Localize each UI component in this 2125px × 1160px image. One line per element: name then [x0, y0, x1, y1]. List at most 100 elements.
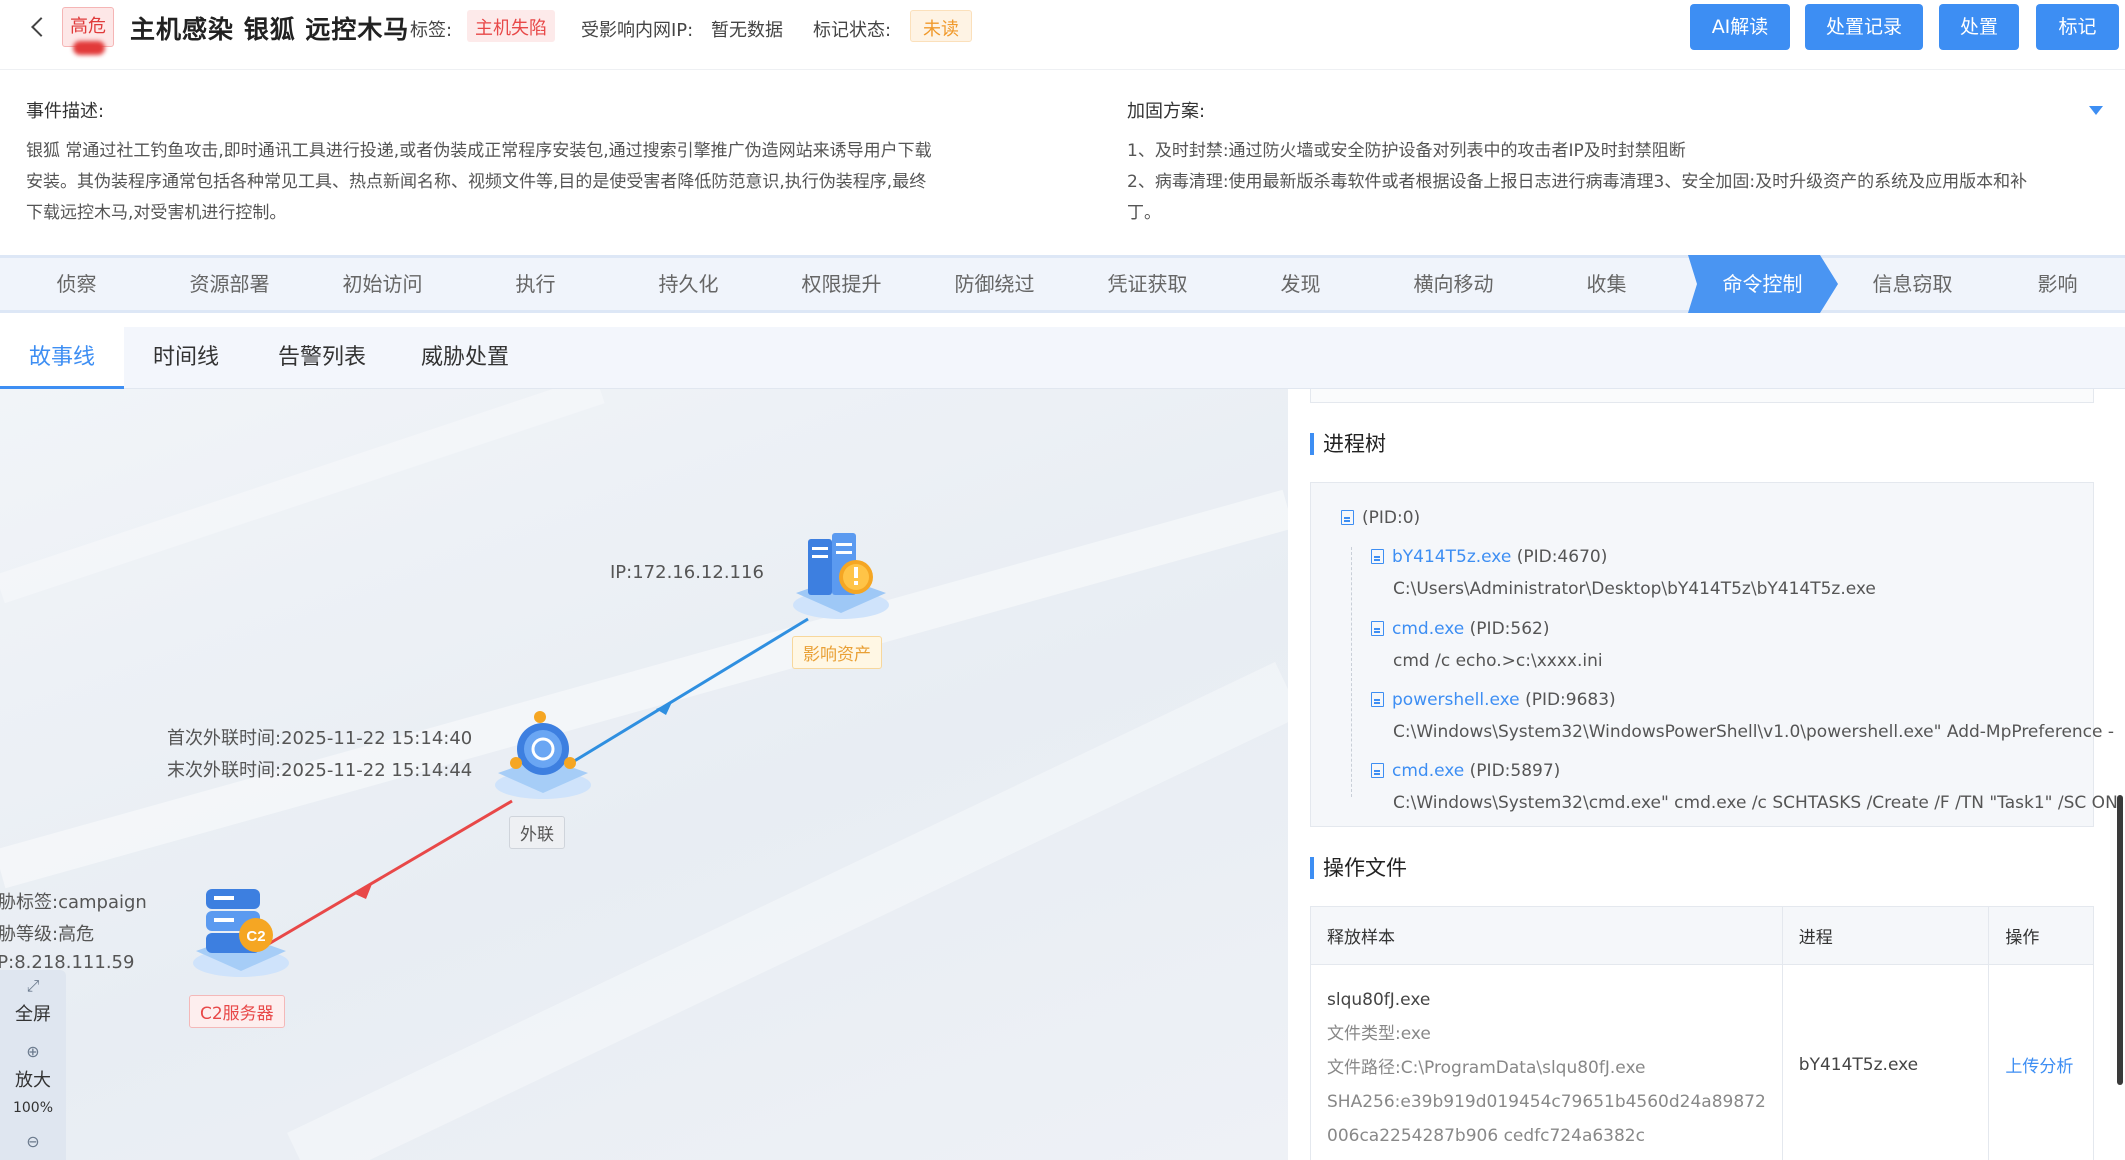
zoom-out-icon[interactable]: ⊖ — [26, 1132, 40, 1151]
tab-threat-disposal[interactable]: 威胁处置 — [420, 345, 509, 370]
stage-credential-access[interactable]: 凭证获取 — [1107, 272, 1188, 296]
file-icon — [1341, 510, 1354, 525]
operated-files-title: 操作文件 — [1310, 857, 1407, 879]
c2-ip: IP:8.218.111.59 — [0, 952, 135, 973]
mark-button[interactable]: 标记 — [2036, 4, 2119, 50]
tree-connector — [1351, 547, 1352, 797]
stage-exfiltration[interactable]: 信息窃取 — [1872, 272, 1953, 296]
affected-ip-label: 受影响内网IP: — [581, 20, 694, 41]
description-line: 银狐 常通过社工钓鱼攻击,即时通讯工具进行投递,或者伪装成正常程序安装包,通过搜… — [26, 141, 932, 161]
stage-recon[interactable]: 侦察 — [56, 272, 97, 296]
stage-collection[interactable]: 收集 — [1586, 272, 1627, 296]
first-outbound-time: 首次外联时间:2025-11-22 15:14:40 — [167, 728, 473, 749]
storyline-graph[interactable]: IP:172.16.12.116 影响资产 首次外联时间:2025-11-22 … — [0, 389, 1288, 1160]
c2-line-arrow — [355, 884, 372, 899]
hardening-plan: 1、及时封禁:通过防火墙或安全防护设备对列表中的攻击者IP及时封禁阻断 2、病毒… — [1127, 136, 2102, 229]
process-pid: (PID:5897) — [1469, 761, 1561, 781]
severity-indicator — [73, 41, 105, 55]
process-name-link[interactable]: powershell.exe — [1392, 690, 1520, 710]
zoom-in-icon[interactable]: ⊕ — [26, 1042, 40, 1061]
sample-sha256: SHA256:e39b919d019454c79651b4560d24a8987… — [1327, 1091, 1766, 1112]
hardening-line: 丁。 — [1127, 203, 1161, 223]
active-stage-highlight — [1688, 255, 1838, 313]
process-command: C:\Users\Administrator\Desktop\bY414T5z\… — [1393, 579, 1876, 599]
tree-node: bY414T5z.exe (PID:4670) — [1371, 547, 1607, 567]
last-outbound-time: 末次外联时间:2025-11-22 15:14:44 — [167, 760, 473, 781]
description-line: 安装。其伪装程序通常包括各种常见工具、热点新闻名称、视频文件等,目的是使受害者降… — [26, 172, 927, 192]
hardening-line: 2、病毒清理:使用最新版杀毒软件或者根据设备上报日志进行病毒清理3、安全加固:及… — [1127, 172, 2028, 192]
c2-outbound-line — [259, 799, 513, 951]
c2-node-label[interactable]: C2服务器 — [189, 995, 285, 1028]
graph-toolbar: ⤢ 全屏 ⊕ 放大 100% ⊖ — [0, 970, 66, 1160]
operated-files-table: 释放样本 进程 操作 slqu80fJ.exe 文件类型:exe 文件路径:C:… — [1310, 906, 2094, 1160]
file-icon — [1371, 692, 1384, 707]
file-icon — [1371, 549, 1384, 564]
detail-tabs: 故事线 时间线 告警列表 威胁处置 — [0, 327, 2125, 389]
detail-panel: 进程树 (PID:0) bY414T5z.exe (PID:4670) C:\U… — [1290, 389, 2125, 1160]
process-pid: (PID:4670) — [1516, 547, 1608, 567]
column-header: 操作 — [1988, 906, 2094, 965]
sample-cell: slqu80fJ.exe 文件类型:exe 文件路径:C:\ProgramDat… — [1310, 964, 1783, 1160]
process-name-link[interactable]: bY414T5z.exe — [1392, 547, 1512, 567]
dispose-button[interactable]: 处置 — [1939, 4, 2019, 50]
mark-status-label: 标记状态: — [813, 20, 892, 41]
stage-lateral-movement[interactable]: 横向移动 — [1413, 272, 1494, 296]
fullscreen-icon[interactable]: ⤢ — [26, 976, 40, 995]
stage-persistence[interactable]: 持久化 — [658, 272, 719, 296]
process-tree: (PID:0) bY414T5z.exe (PID:4670) C:\Users… — [1310, 482, 2118, 827]
stage-impact[interactable]: 影响 — [2037, 272, 2078, 296]
table-row: slqu80fJ.exe 文件类型:exe 文件路径:C:\ProgramDat… — [1310, 964, 2094, 1160]
c2-threat-tag: 威胁标签:campaign — [0, 892, 147, 913]
tab-storyline[interactable]: 故事线 — [0, 327, 124, 389]
upload-analysis-link[interactable]: 上传分析 — [2005, 1057, 2074, 1077]
process-command: C:\Windows\System32\cmd.exe" cmd.exe /c … — [1393, 793, 2118, 813]
graph-connections — [0, 389, 1288, 1160]
event-title: 主机感染 银狐 远控木马 — [130, 15, 410, 44]
sample-name: slqu80fJ.exe — [1327, 989, 1431, 1010]
stage-command-control[interactable]: 命令控制 — [1722, 272, 1803, 296]
asset-node-label[interactable]: 影响资产 — [792, 636, 882, 669]
stage-defense-evasion[interactable]: 防御绕过 — [954, 272, 1035, 296]
mark-status-badge: 未读 — [910, 10, 972, 42]
column-header: 释放样本 — [1310, 906, 1783, 965]
stage-discovery[interactable]: 发现 — [1280, 272, 1321, 296]
ai-interpret-button[interactable]: AI解读 — [1690, 4, 1790, 50]
stage-initial-access[interactable]: 初始访问 — [342, 272, 423, 296]
disposal-record-button[interactable]: 处置记录 — [1805, 4, 1923, 50]
asset-line-arrow — [656, 702, 672, 715]
c2-server-icon[interactable]: C2 — [186, 883, 296, 983]
attack-chain-bar: 侦察 资源部署 初始访问 执行 持久化 权限提升 防御绕过 凭证获取 发现 横向… — [0, 255, 2125, 313]
hardening-title: 加固方案: — [1127, 101, 1206, 122]
back-arrow-icon[interactable] — [26, 14, 50, 40]
description-line: 下载远控木马,对受害机进行控制。 — [26, 203, 287, 223]
stage-privilege-escalation[interactable]: 权限提升 — [801, 272, 882, 296]
outbound-connection-icon[interactable] — [488, 707, 598, 807]
fullscreen-button[interactable]: 全屏 — [15, 1004, 51, 1025]
asset-outbound-line — [570, 617, 809, 765]
process-name-link[interactable]: cmd.exe — [1392, 761, 1465, 781]
file-icon — [1371, 621, 1384, 636]
process-tree-title: 进程树 — [1310, 433, 1386, 455]
stage-resource-development[interactable]: 资源部署 — [189, 272, 270, 296]
zoom-in-button[interactable]: 放大 — [15, 1070, 51, 1091]
hardening-line: 1、及时封禁:通过防火墙或安全防护设备对列表中的攻击者IP及时封禁阻断 — [1127, 141, 1686, 161]
event-description-title: 事件描述: — [26, 101, 105, 122]
process-pid: (PID:9683) — [1525, 690, 1616, 710]
severity-label: 高危 — [70, 16, 106, 37]
table-header-row: 释放样本 进程 操作 — [1310, 906, 2094, 965]
collapse-caret-icon[interactable] — [2089, 106, 2103, 115]
sample-type: 文件类型:exe — [1327, 1023, 1431, 1044]
sample-sha256-cont: 006ca2254287b906 cedfc724a6382c — [1327, 1125, 1645, 1146]
server-asset-icon[interactable] — [786, 525, 896, 625]
outbound-node-label[interactable]: 外联 — [509, 816, 565, 849]
stage-execution[interactable]: 执行 — [515, 272, 556, 296]
panel-scrollbar[interactable] — [2117, 795, 2123, 1085]
process-command: C:\Windows\System32\WindowsPowerShell\v1… — [1393, 722, 2115, 742]
tab-timeline[interactable]: 时间线 — [152, 345, 219, 370]
tab-alert-list[interactable]: 告警列表 — [277, 345, 366, 370]
process-name-link[interactable]: cmd.exe — [1392, 619, 1465, 639]
svg-text:C2: C2 — [246, 928, 265, 945]
tree-node: cmd.exe (PID:562) — [1371, 619, 1549, 639]
previous-table-remnant — [1310, 389, 2094, 403]
process-cell: bY414T5z.exe — [1781, 964, 1990, 1160]
